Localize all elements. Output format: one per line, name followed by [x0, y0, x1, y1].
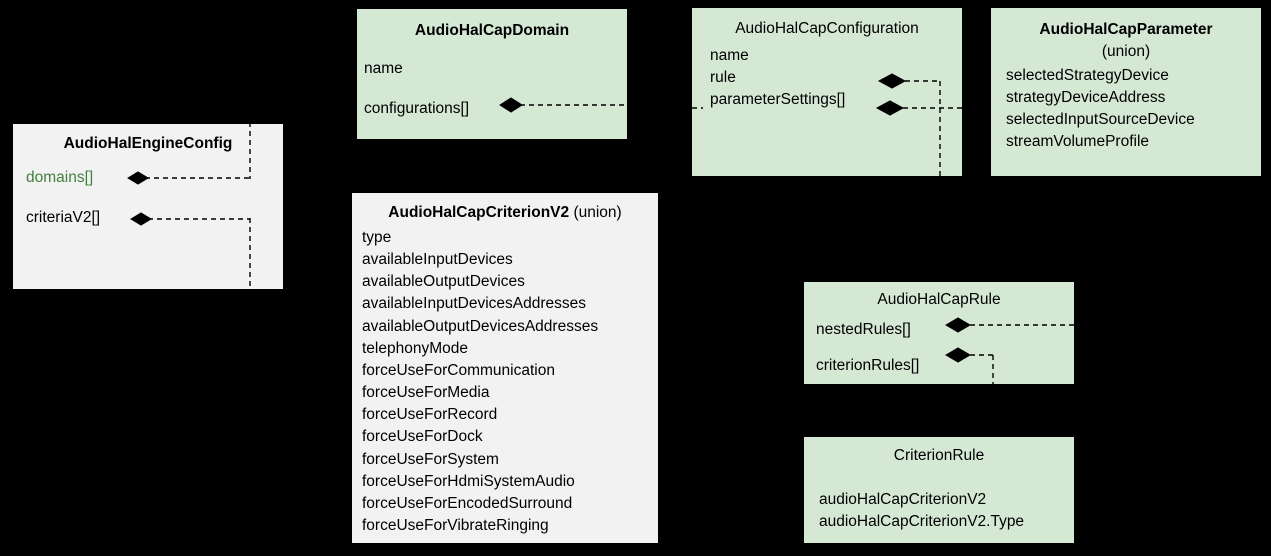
class-title-criterionrule: CriterionRule: [893, 447, 985, 464]
attribute-forceusefordock[interactable]: forceUseForDock: [362, 428, 483, 446]
class-title-audiohalcapparameter: AudioHalCapParameter: [1039, 21, 1213, 38]
attribute-forceuseforvibrateringing[interactable]: forceUseForVibrateRinging: [362, 517, 549, 535]
attribute-audiohalcapcriterionv2-type[interactable]: audioHalCapCriterionV2.Type: [819, 513, 1025, 531]
attribute-forceuseforhdmisystemaudio[interactable]: forceUseForHdmiSystemAudio: [362, 472, 575, 490]
attribute-availableinputdevicesaddresses[interactable]: availableInputDevicesAddresses: [362, 295, 587, 313]
attribute-forceuseforcommunication[interactable]: forceUseForCommunication: [362, 361, 555, 379]
attribute-name[interactable]: name: [710, 47, 749, 64]
class-attributes-audiohalcapparameter: selectedStrategyDevice strategyDeviceAdd…: [991, 63, 1261, 154]
class-title-audiohalcapdomain: AudioHalCapDomain: [414, 22, 570, 39]
class-box-audiohalcaprule[interactable]: AudioHalCapRule nestedRules[] criterionR…: [804, 282, 1074, 384]
attribute-rule[interactable]: rule: [710, 69, 736, 87]
attribute-domains[interactable]: domains[]: [26, 169, 94, 186]
class-attributes-audiohalcapconfiguration: name rule parameterSettings[]: [692, 40, 962, 111]
class-box-audiohalcapparameter[interactable]: AudioHalCapParameter (union) selectedStr…: [991, 8, 1261, 176]
class-box-audiohalengineconfig[interactable]: AudioHalEngineConfig domains[] criteriaV…: [13, 124, 283, 289]
attribute-name[interactable]: name: [364, 60, 403, 77]
class-box-audiohalcapdomain[interactable]: AudioHalCapDomain name configurations[]: [357, 9, 627, 139]
attribute-forceuseforrecord[interactable]: forceUseForRecord: [362, 406, 498, 424]
attribute-availableoutputdevices[interactable]: availableOutputDevices: [362, 273, 525, 291]
attribute-forceuseforencodedsurround[interactable]: forceUseForEncodedSurround: [362, 494, 573, 512]
attribute-forceuseforsystem[interactable]: forceUseForSystem: [362, 450, 499, 468]
class-title-audiohalcaprule: AudioHalCapRule: [877, 291, 1001, 308]
class-stereotype-audiohalcapparameter: (union): [1101, 43, 1151, 60]
attribute-nestedrules[interactable]: nestedRules[]: [816, 321, 911, 338]
attribute-availableinputdevices[interactable]: availableInputDevices: [362, 251, 513, 269]
class-title-audiohalcapconfiguration: AudioHalCapConfiguration: [735, 20, 919, 37]
class-attributes-audiohalcapdomain: name configurations[]: [357, 42, 627, 120]
class-box-audiohalcapconfiguration[interactable]: AudioHalCapConfiguration name rule param…: [692, 8, 962, 176]
class-title-audiohalcapcriterionv2: AudioHalCapCriterionV2 (union): [352, 193, 658, 224]
attribute-selectedstrategydevice[interactable]: selectedStrategyDevice: [1006, 67, 1169, 84]
attribute-availableoutputdevicesaddresses[interactable]: availableOutputDevicesAddresses: [362, 317, 599, 335]
attribute-strategydeviceaddress[interactable]: strategyDeviceAddress: [1006, 89, 1166, 107]
attribute-selectedinputsourcedevice[interactable]: selectedInputSourceDevice: [1006, 111, 1195, 129]
class-title-text: AudioHalCapCriterionV2: [388, 204, 570, 221]
attribute-configurations[interactable]: configurations[]: [364, 100, 470, 118]
attribute-criteriav2[interactable]: criteriaV2[]: [26, 209, 101, 227]
attribute-audiohalcapcriterionv2[interactable]: audioHalCapCriterionV2: [819, 491, 987, 508]
class-attributes-audiohalcapcriterionv2: type availableInputDevices availableOutp…: [352, 224, 658, 537]
class-title-audiohalengineconfig: AudioHalEngineConfig: [63, 135, 233, 152]
class-attributes-audiohalengineconfig: domains[] criteriaV2[]: [13, 155, 283, 229]
class-attributes-criterionrule: audioHalCapCriterionV2 audioHalCapCriter…: [804, 467, 1074, 533]
attribute-criterionrules[interactable]: criterionRules[]: [816, 357, 920, 375]
class-box-audiohalcapcriterionv2[interactable]: AudioHalCapCriterionV2 (union) type avai…: [352, 193, 658, 543]
attribute-parametersettings[interactable]: parameterSettings[]: [710, 91, 846, 109]
class-box-criterionrule[interactable]: CriterionRule audioHalCapCriterionV2 aud…: [804, 437, 1074, 543]
attribute-streamvolumeprofile[interactable]: streamVolumeProfile: [1006, 133, 1150, 151]
attribute-type[interactable]: type: [362, 229, 392, 246]
attribute-telephonymode[interactable]: telephonyMode: [362, 339, 468, 357]
attribute-forceuseformedia[interactable]: forceUseForMedia: [362, 384, 490, 402]
class-attributes-audiohalcaprule: nestedRules[] criterionRules[]: [804, 311, 1074, 377]
class-stereotype-text: (union): [573, 204, 622, 221]
